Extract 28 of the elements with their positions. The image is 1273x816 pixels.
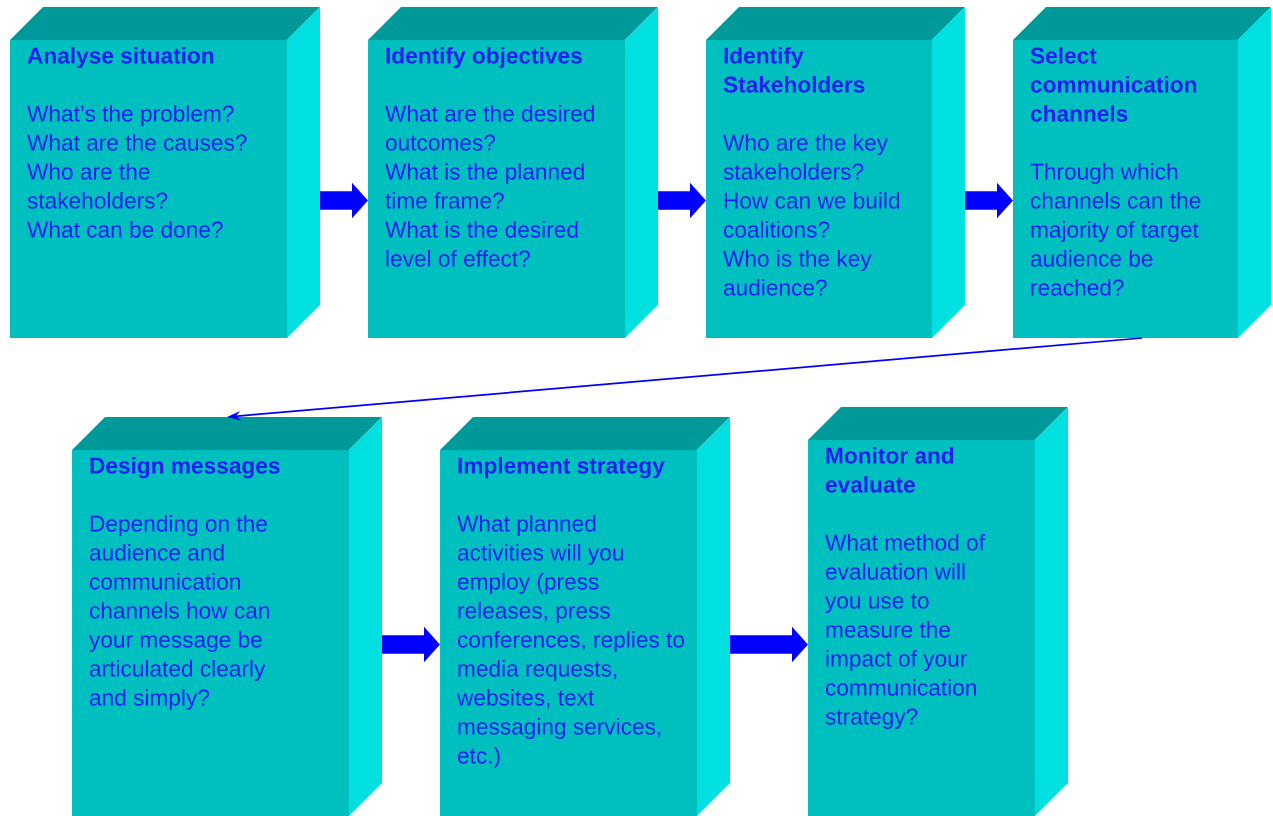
question-text: What is the desired level of effect?	[385, 221, 578, 267]
box-heading: Identify Stakeholders	[723, 47, 865, 93]
box-heading: Implement strategy	[458, 457, 665, 479]
question-text: What can be done?	[27, 221, 223, 238]
box-heading: Design messages	[90, 457, 280, 479]
cube-box	[1013, 7, 1271, 338]
cube-box	[808, 407, 1068, 816]
cube-box	[72, 417, 382, 816]
question-text: What is the planned time frame?	[385, 163, 584, 209]
question-text: What method of evaluation will you use to measure the impact of your communication strategy?	[825, 534, 985, 730]
question-text: How can we build coalitions?	[723, 192, 900, 238]
question-text: Who are the key stakeholders?	[723, 134, 888, 180]
question-text: Depending on the audience and communication channels how can your message be articulated clearly and simply?	[89, 515, 269, 711]
question-text: Who is the key audience?	[723, 250, 872, 296]
question-text: What’s the problem?	[27, 105, 234, 127]
cube-box	[706, 7, 965, 338]
box-heading: Select communication channels	[1030, 47, 1197, 122]
question-text: What are the desired outcomes?	[385, 105, 594, 151]
question-text: What are the causes?	[27, 134, 247, 151]
box-heading: Identify objectives	[386, 47, 582, 69]
cube-box	[440, 417, 730, 816]
box-heading: Monitor and evaluate	[825, 447, 954, 493]
cube-box	[10, 7, 320, 338]
question-text: Who are the stakeholders?	[27, 163, 168, 209]
cube-box	[368, 7, 658, 338]
question-text: What planned activities will you employ (press releases, press conferences, replies to media requests, websites, text messaging services, etc.)	[456, 515, 684, 769]
question-text: Through which channels can the majority of target audience be reached?	[1030, 163, 1201, 296]
box-heading: Analyse situation	[27, 47, 214, 69]
